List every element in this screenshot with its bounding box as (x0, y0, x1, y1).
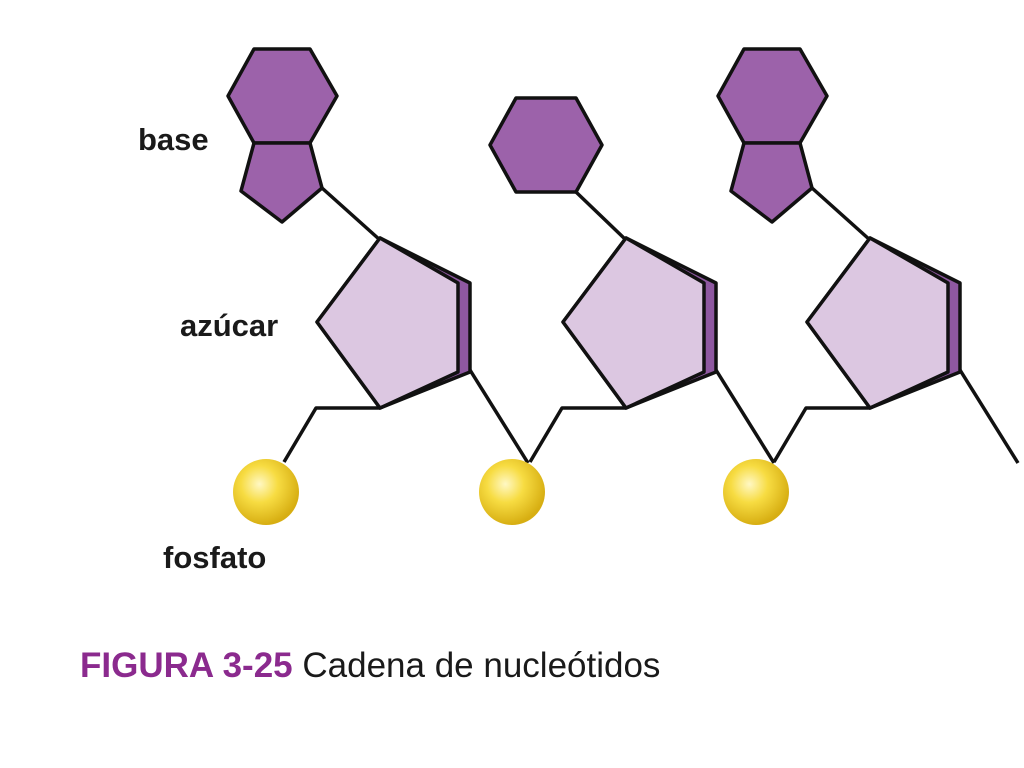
sugar-pentagon (561, 236, 706, 410)
purine-hexagon (716, 47, 829, 145)
purine-pentagon (729, 141, 814, 224)
glycosidic-bond-line (810, 186, 872, 242)
phosphate-sphere (723, 459, 789, 525)
phosphate-sphere (233, 459, 299, 525)
purine-pentagon (239, 141, 324, 224)
sugar-pentagon (315, 236, 460, 410)
phosphate-link-line (282, 406, 380, 463)
sugar-pentagon (805, 236, 950, 410)
backbone-link-line (714, 369, 776, 464)
glycosidic-bond-line (574, 190, 628, 242)
pyrimidine-hexagon (488, 96, 604, 194)
phosphate-label: fosfato (163, 540, 266, 575)
phosphate-link-line (528, 406, 626, 463)
figure-title: Cadena de nucleótidos (302, 646, 661, 685)
figure-caption: FIGURA 3-25 Cadena de nucleótidos (80, 646, 660, 686)
phosphate-sphere (479, 459, 545, 525)
glycosidic-bond-line (320, 186, 382, 242)
backbone-link-line (468, 369, 530, 464)
purine-hexagon (226, 47, 339, 145)
phosphate-link-line (772, 406, 870, 463)
nucleotide-group (226, 47, 1020, 525)
backbone-link-line (958, 369, 1020, 464)
sugar-label: azúcar (180, 308, 278, 343)
figure-number: FIGURA 3-25 (80, 646, 293, 685)
base-label: base (138, 122, 209, 157)
